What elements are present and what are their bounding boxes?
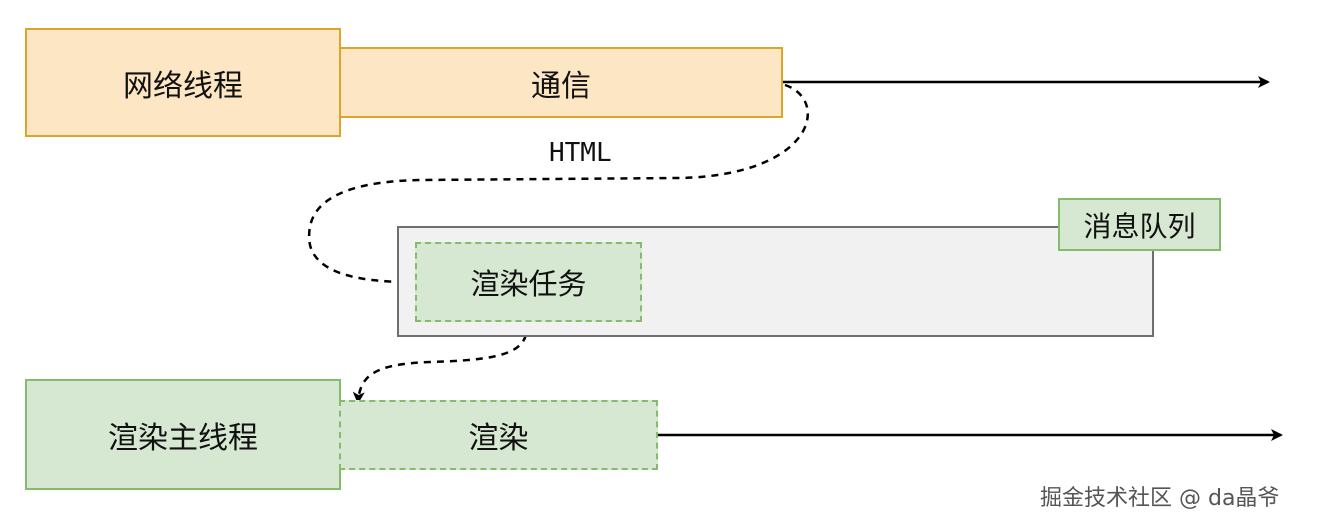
render-main-thread-label: 渲染主线程 — [108, 420, 258, 456]
communication-label: 通信 — [531, 68, 591, 104]
task-to-render-arrow — [352, 321, 528, 404]
render-label: 渲染 — [468, 421, 529, 456]
message-queue-label: 消息队列 — [1083, 209, 1196, 243]
render-task-label: 渲染任务 — [470, 267, 587, 301]
communication-bar: 通信 — [339, 47, 783, 118]
html-label: HTML — [549, 138, 612, 168]
render-task-box: 渲染任务 — [415, 242, 642, 322]
render-bar: 渲染 — [339, 400, 658, 470]
network-thread-label: 网络线程 — [123, 68, 243, 104]
message-queue-label-box: 消息队列 — [1058, 198, 1221, 251]
network-thread-box: 网络线程 — [25, 28, 341, 137]
watermark: 掘金技术社区 @ da晶爷 — [1040, 486, 1280, 511]
render-main-thread-box: 渲染主线程 — [25, 379, 341, 490]
